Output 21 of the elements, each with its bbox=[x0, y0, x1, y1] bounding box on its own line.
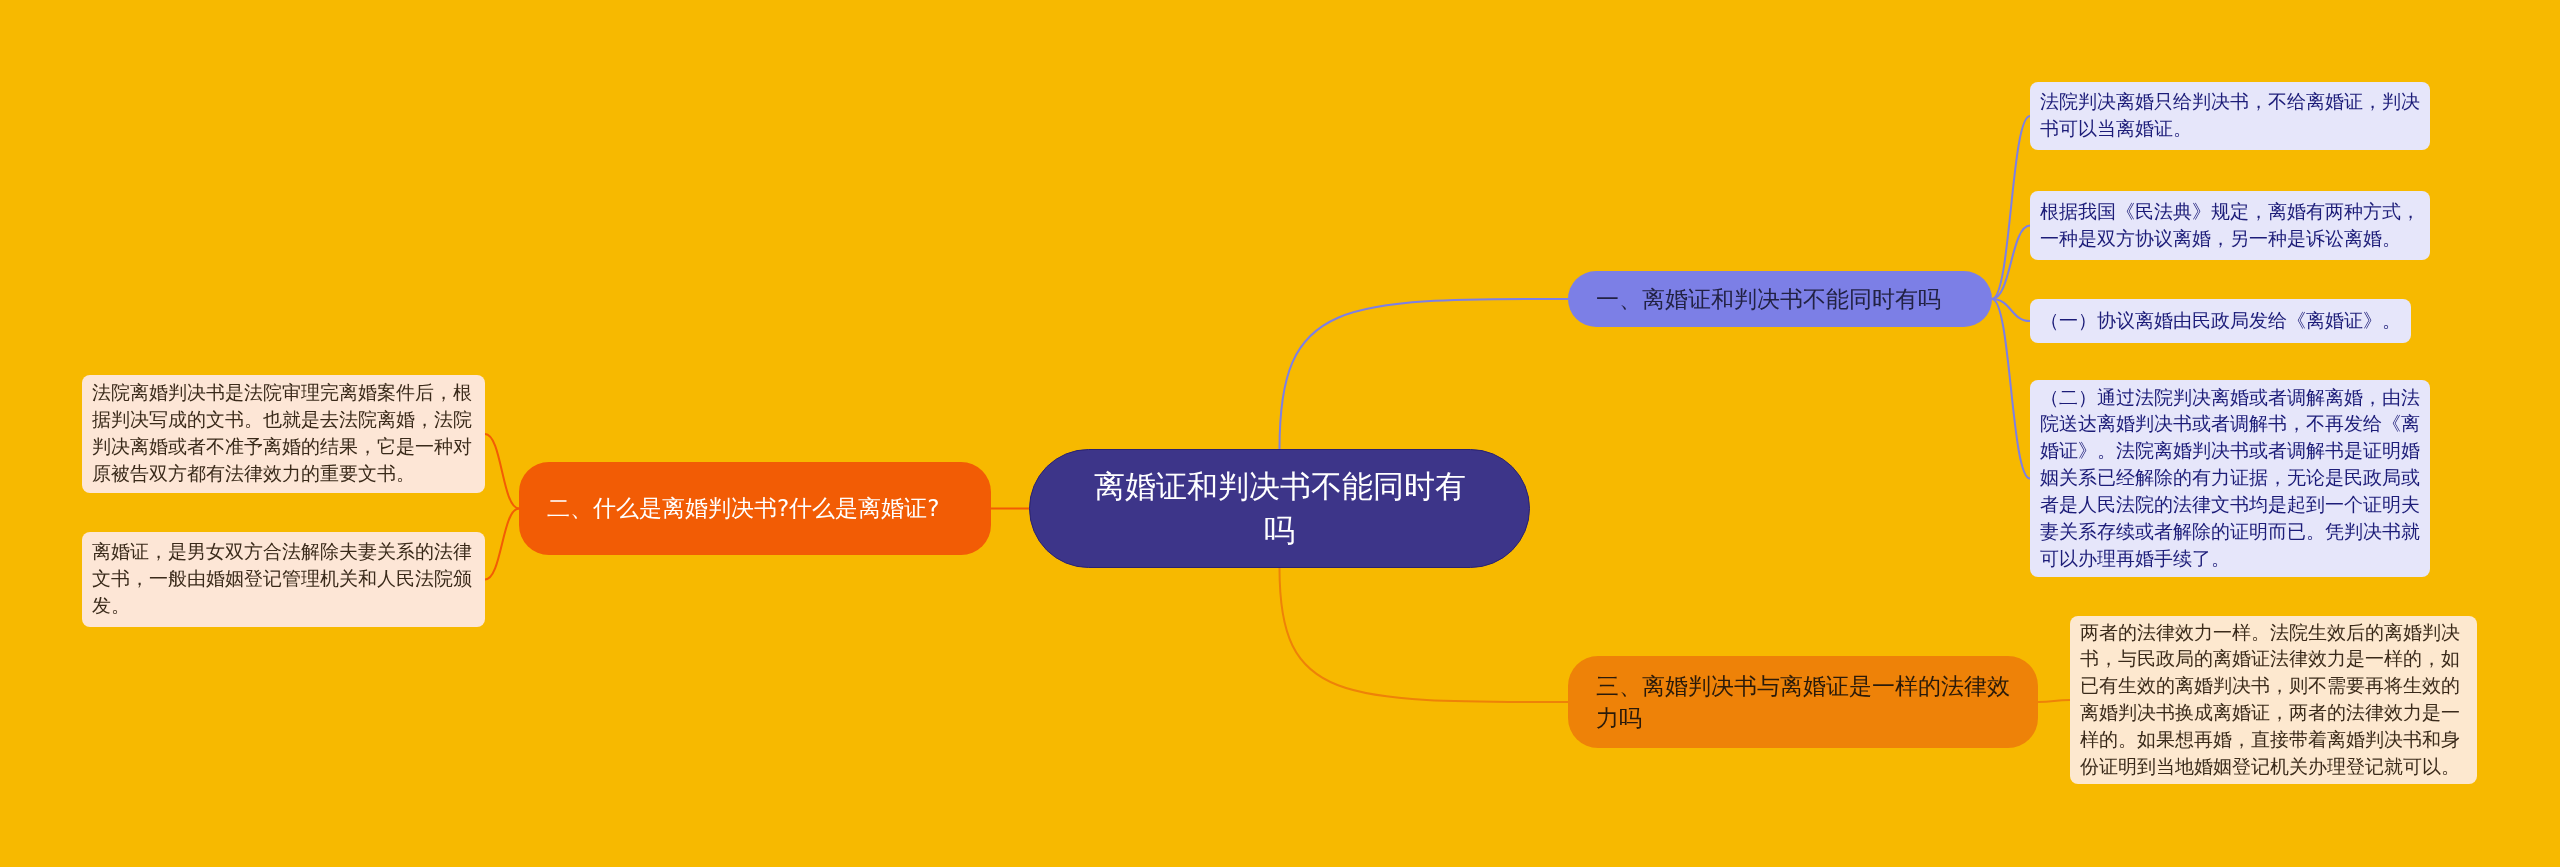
text-card: 离婚证，是男女双方合法解除夫妻关系的法律文书，一般由婚姻登记管理机关和人民法院颁发。 bbox=[82, 532, 485, 627]
connector-line bbox=[1278, 567, 1569, 703]
connector-line bbox=[1991, 115, 2031, 300]
connector-line bbox=[2037, 699, 2071, 703]
connector-line bbox=[990, 507, 1030, 510]
connector-line bbox=[1991, 298, 2031, 322]
text-card: 法院判决离婚只给判决书，不给离婚证，判决书可以当离婚证。 bbox=[2030, 82, 2430, 150]
center-topic: 离婚证和判决书不能同时有吗 bbox=[1029, 449, 1530, 568]
text-card: （一）协议离婚由民政局发给《离婚证》。 bbox=[2030, 299, 2411, 343]
branch-topic: 二、什么是离婚判决书?什么是离婚证? bbox=[519, 462, 991, 555]
connector-line bbox=[1991, 298, 2031, 480]
connector-line bbox=[1278, 298, 1569, 450]
text-card: 根据我国《民法典》规定，离婚有两种方式，一种是双方协议离婚，另一种是诉讼离婚。 bbox=[2030, 191, 2430, 260]
connector-line bbox=[484, 433, 520, 510]
connector-line bbox=[484, 507, 520, 581]
connector-line bbox=[1991, 224, 2031, 300]
text-card: 两者的法律效力一样。法院生效后的离婚判决书，与民政局的离婚证法律效力是一样的，如已有生效的离婚判决书，则不需要再将生效的离婚判决书换成离婚证，两者的法律效力是一样的。如果想再婚，直接带着离婚判决书和身份证明到当地婚姻登记机关办理登记就可以。 bbox=[2070, 616, 2477, 784]
text-card: （二）通过法院判决离婚或者调解离婚，由法院送达离婚判决书或者调解书，不再发给《离婚证》。法院离婚判决书或者调解书是证明婚姻关系已经解除的有力证据，无论是民政局或者是人民法院的法律文书均是起到一个证明夫妻关系存续或者解除的证明而已。凭判决书就可以办理再婚手续了。 bbox=[2030, 380, 2430, 577]
branch-topic: 三、离婚判决书与离婚证是一样的法律效力吗 bbox=[1568, 656, 2038, 748]
branch-topic: 一、离婚证和判决书不能同时有吗 bbox=[1568, 271, 1992, 327]
text-card: 法院离婚判决书是法院审理完离婚案件后，根据判决写成的文书。也就是去法院离婚，法院判决离婚或者不准予离婚的结果，它是一种对原被告双方都有法律效力的重要文书。 bbox=[82, 375, 485, 493]
